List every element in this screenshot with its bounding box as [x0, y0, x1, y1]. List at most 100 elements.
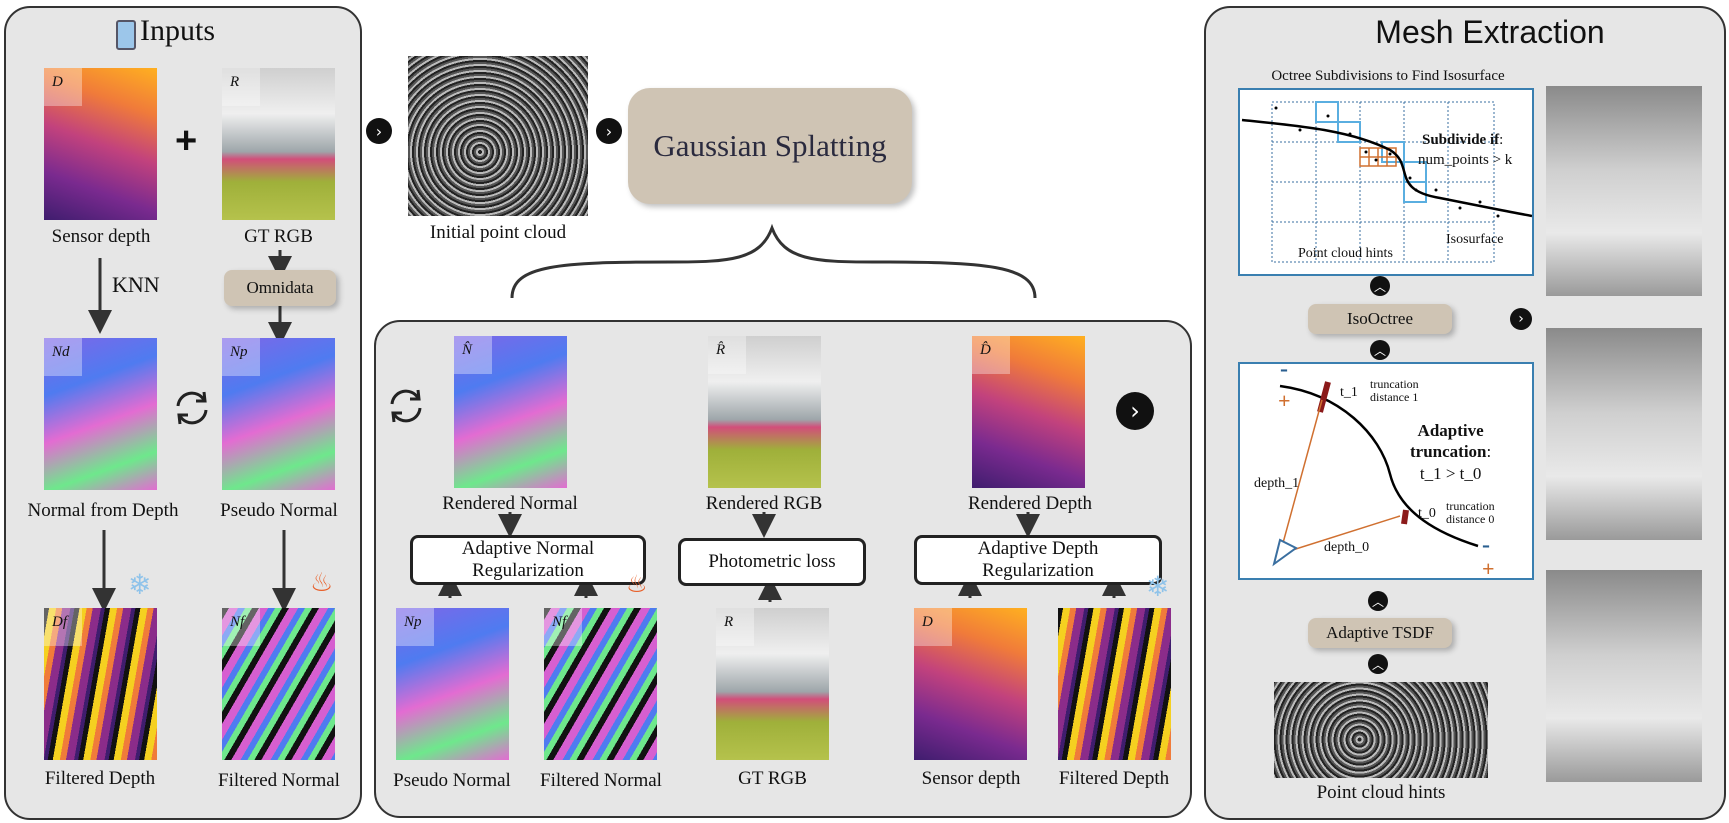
snowflake-icon: ❄	[128, 568, 152, 601]
filtered-depth-label: Filtered Depth	[1058, 768, 1170, 789]
np-tag: Np	[222, 338, 260, 376]
inputs-arrows	[88, 250, 296, 612]
plus-sign: +	[1278, 388, 1291, 413]
t-compare-text: t_1 > t_0	[1419, 463, 1482, 483]
filtered-normal-image: Nf	[544, 608, 657, 760]
np-tag: Np	[396, 608, 434, 646]
filtered-depth-image	[1058, 608, 1171, 760]
rhat-tag: R̂	[708, 336, 746, 374]
tsdf-drawing	[1272, 381, 1479, 567]
omnidata-box: Omnidata	[224, 270, 336, 306]
mesh-extraction-title: Mesh Extraction	[1375, 14, 1605, 50]
phone-icon	[116, 20, 136, 50]
sensor-depth-image: D	[914, 608, 1027, 760]
depth-tag: D	[914, 608, 952, 646]
truncation-text: truncation	[1410, 442, 1487, 462]
sensor-depth-image: D	[44, 68, 157, 220]
rendered-depth-label: Rendered Depth	[968, 493, 1092, 514]
tsdf-figure	[1238, 362, 1534, 580]
mesh-result-2-image	[1546, 328, 1702, 540]
rendered-normal-image: N̂	[454, 336, 567, 488]
adaptive-text: Adaptive	[1417, 421, 1484, 440]
pseudo-normal-image: Np	[396, 608, 509, 760]
initial-point-cloud-label: Initial point cloud	[429, 222, 567, 243]
filtered-depth-image: Df	[44, 608, 157, 760]
pseudo-normal-label: Pseudo Normal	[393, 770, 511, 791]
adaptive-normal-regularization-box: Adaptive Normal Regularization	[410, 535, 646, 585]
point-cloud-hints-small-label: Point cloud hints	[1298, 246, 1393, 261]
fire-icon: ♨	[310, 568, 334, 598]
adaptive-truncation-label: Adaptive truncation: t_1 > t_0	[1410, 420, 1491, 484]
training-arrows	[438, 512, 1126, 602]
up-arrow-icon: ︿	[1370, 276, 1390, 296]
isosurface-label: Isosurface	[1446, 232, 1504, 247]
mesh-result-3-image	[1546, 570, 1702, 782]
up-arrow-icon: ︿	[1370, 340, 1390, 360]
next-arrow-icon: ›	[1510, 308, 1532, 330]
octree-title: Octree Subdivisions to Find Isosurface	[1271, 68, 1505, 84]
nhat-tag: N̂	[454, 336, 492, 374]
refresh-icon	[390, 389, 422, 423]
fire-icon: ♨	[626, 570, 648, 598]
photometric-loss-box: Photometric loss	[678, 538, 866, 586]
rendered-normal-label: Rendered Normal	[442, 493, 578, 514]
trunc1-line2: distance 1	[1370, 390, 1419, 405]
octree-drawing	[1241, 101, 1533, 263]
subdivide-if-label: Subdivide if:	[1422, 132, 1504, 148]
trunc1-line1: truncation	[1370, 377, 1419, 391]
adaptive-tsdf-box: Adaptive TSDF	[1308, 618, 1452, 648]
plus-sign: +	[1482, 556, 1495, 581]
subdivide-if-text: Subdivide if	[1422, 132, 1500, 148]
next-arrow-icon: ›	[1116, 392, 1154, 430]
filtered-normal-label: Filtered Normal	[540, 770, 662, 791]
nd-tag: Nd	[44, 338, 82, 376]
truncation-distance-0-label: truncation distance 0	[1446, 499, 1495, 527]
df-tag: Df	[44, 608, 82, 646]
trunc0-line2: distance 0	[1446, 512, 1495, 527]
truncation-line: truncation:	[1410, 442, 1492, 462]
filtered-normal-image: Nf	[222, 608, 335, 760]
gt-rgb-image: R	[222, 68, 335, 220]
rgb-tag: R	[716, 608, 754, 646]
snowflake-icon: ❄	[1146, 570, 1170, 603]
adaptive-depth-regularization-box: Adaptive Depth Regularization	[914, 535, 1162, 585]
mesh-result-1-image	[1546, 86, 1702, 296]
rendered-rgb-label: Rendered RGB	[705, 493, 823, 514]
depth0-label: depth_0	[1324, 540, 1370, 555]
gaussian-splatting-box: Gaussian Splatting	[628, 88, 912, 204]
sensor-depth-label: Sensor depth	[921, 768, 1021, 789]
knn-label: KNN	[112, 272, 160, 297]
brace	[510, 223, 1037, 299]
pseudo-normal-image: Np	[222, 338, 335, 490]
initial-point-cloud-image	[408, 56, 588, 216]
filtered-depth-label: Filtered Depth	[44, 768, 156, 789]
rendered-depth-image: D̂	[972, 336, 1085, 488]
isooctree-box: IsoOctree	[1308, 304, 1452, 334]
next-arrow-icon: ›	[366, 118, 392, 144]
depth-tag: D	[44, 68, 82, 106]
num-points-label: num_points > k	[1418, 152, 1513, 168]
gt-rgb-label: GT RGB	[738, 768, 807, 789]
sensor-depth-label: Sensor depth	[51, 226, 151, 247]
nf-tag: Nf	[544, 608, 582, 646]
dhat-tag: D̂	[972, 336, 1010, 374]
depth1-label: depth_1	[1254, 476, 1300, 491]
minus-sign: -	[1280, 356, 1288, 382]
point-cloud-hints-label: Point cloud hints	[1316, 782, 1446, 803]
octree-figure	[1238, 88, 1534, 276]
normal-from-depth-label: Normal from Depth	[27, 500, 179, 521]
point-cloud-hints-image	[1274, 682, 1488, 778]
inputs-title: Inputs	[140, 14, 215, 47]
refresh-icon	[176, 391, 208, 425]
up-arrow-icon: ︿	[1368, 591, 1388, 611]
t0-label: t_0	[1418, 506, 1436, 521]
gt-rgb-label: GT RGB	[244, 226, 313, 247]
truncation-distance-1-label: truncation distance 1	[1370, 377, 1419, 405]
rendered-rgb-image: R̂	[708, 336, 821, 488]
gt-rgb-image: R	[716, 608, 829, 760]
next-arrow-icon: ›	[596, 118, 622, 144]
trunc0-line1: truncation	[1446, 499, 1495, 513]
t1-label: t_1	[1340, 385, 1358, 400]
pseudo-normal-label: Pseudo Normal	[220, 500, 338, 521]
normal-from-depth-image: Nd	[44, 338, 157, 490]
